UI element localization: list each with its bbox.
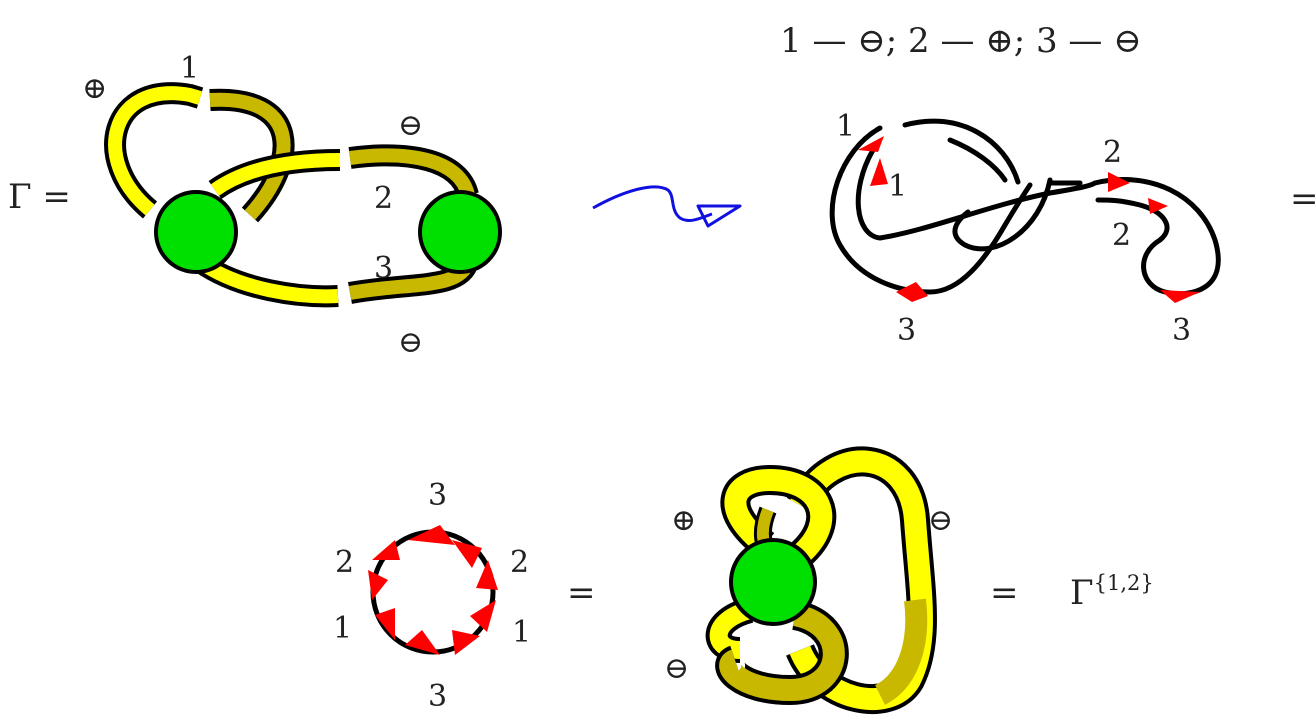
equals-1: = bbox=[567, 573, 596, 613]
result-gamma-superscript: {1,2} bbox=[1094, 571, 1154, 595]
knot-label-1a: 1 bbox=[836, 109, 855, 144]
knot-markers bbox=[858, 136, 1200, 303]
edge-label-1: 1 bbox=[180, 51, 199, 86]
knot-trailing-equals: = bbox=[1290, 179, 1315, 219]
ribbon-graph-one-vertex bbox=[705, 446, 937, 715]
sign-edge-3: ⊖ bbox=[398, 325, 423, 360]
vertex-left bbox=[154, 190, 238, 274]
edge-label-3: 3 bbox=[374, 251, 393, 286]
circle-label-bottom: 3 bbox=[428, 679, 447, 714]
knot-label-3b: 3 bbox=[1172, 313, 1191, 348]
circle-label-left-1: 1 bbox=[333, 611, 352, 646]
knot-label-1b: 1 bbox=[888, 169, 907, 204]
circle-label-top: 3 bbox=[428, 478, 447, 513]
sign-edge-1: ⊕ bbox=[82, 71, 107, 106]
edge-label-2: 2 bbox=[374, 181, 393, 216]
circle-label-left-2: 2 bbox=[335, 545, 354, 580]
equals-2: = bbox=[990, 573, 1019, 613]
vertex-right bbox=[418, 190, 502, 274]
knot-diagram bbox=[829, 118, 1221, 297]
circle-label-right-2: 2 bbox=[510, 545, 529, 580]
squiggly-arrow-icon bbox=[592, 185, 742, 228]
sign-legend: 1 — ⊖; 2 — ⊕; 3 — ⊖ bbox=[780, 21, 1142, 61]
circle-label-right-1: 1 bbox=[512, 615, 531, 650]
sign-minus-left: ⊖ bbox=[664, 651, 689, 686]
knot-label-2b: 2 bbox=[1112, 218, 1131, 253]
sign-edge-2: ⊖ bbox=[398, 108, 423, 143]
knot-label-2a: 2 bbox=[1103, 135, 1122, 170]
sign-minus-right: ⊖ bbox=[928, 503, 953, 538]
ribbon-graph-gamma: Γ = 1 2 3 ⊕ ⊖ ⊖ bbox=[8, 51, 502, 360]
result-gamma: Γ{1,2} bbox=[1070, 571, 1154, 613]
gamma-lhs: Γ = bbox=[8, 177, 71, 217]
result-gamma-base: Γ bbox=[1070, 573, 1094, 613]
sign-plus: ⊕ bbox=[671, 503, 696, 538]
chord-circle bbox=[368, 525, 498, 655]
knot-label-3a: 3 bbox=[897, 313, 916, 348]
